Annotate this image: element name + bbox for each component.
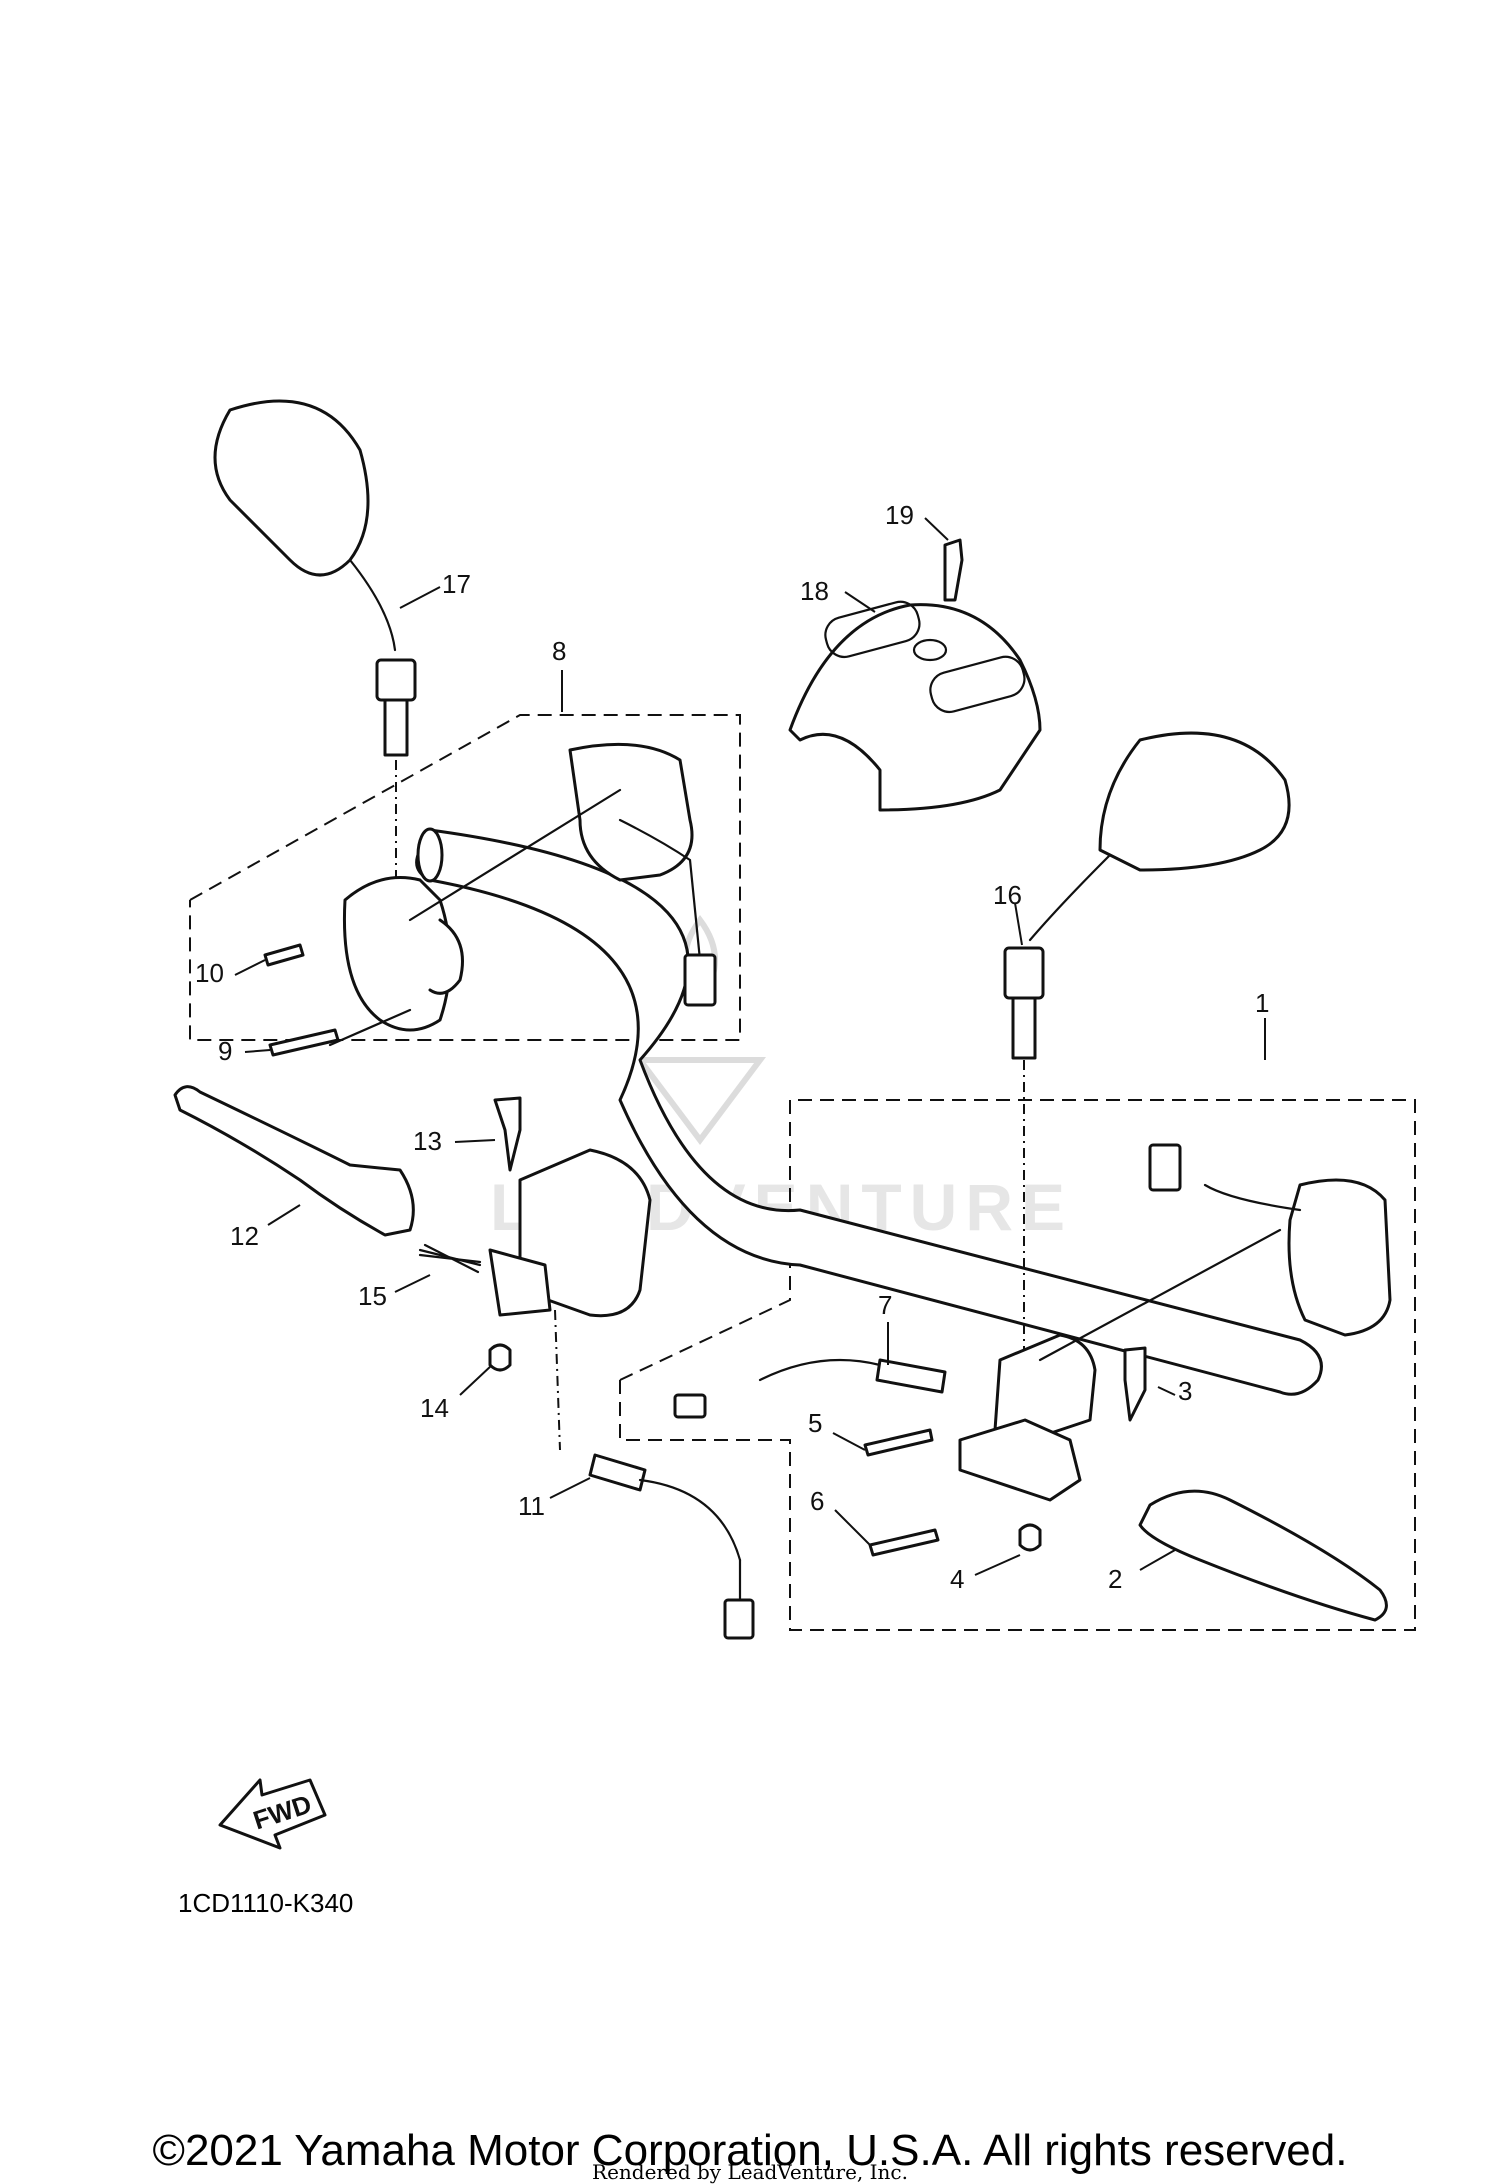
- callout-3: 3: [1178, 1376, 1192, 1406]
- handlebar: [415, 827, 1323, 1396]
- callout-16: 16: [993, 880, 1022, 910]
- diagram-code: 1CD1110-K340: [178, 1888, 354, 1918]
- callout-18: 18: [800, 576, 829, 606]
- callout-10: 10: [195, 958, 224, 988]
- screw-10: [263, 943, 305, 967]
- callout-11: 11: [518, 1491, 545, 1521]
- right-handlebar-switch: [1148, 1143, 1392, 1337]
- switch-11: [588, 1453, 755, 1640]
- callout-1: 1: [1255, 988, 1269, 1018]
- callout-5: 5: [808, 1408, 822, 1438]
- callout-13: 13: [413, 1126, 442, 1156]
- callout-7: 7: [878, 1290, 892, 1320]
- lever-12: [173, 1085, 415, 1237]
- callout-12: 12: [230, 1221, 259, 1251]
- rendered-by-text: Rendered by LeadVenture, Inc.: [592, 2160, 908, 2184]
- callouts: 1 2 3 4 5 6 7 8 9 10 11 12 13 14 15 16 1: [195, 500, 1269, 1594]
- front-brake-master-cylinder: [418, 1096, 652, 1451]
- fwd-arrow-icon: FWD: [218, 1778, 327, 1850]
- callout-6: 6: [810, 1486, 824, 1516]
- callout-14: 14: [420, 1393, 449, 1423]
- mirror-left: [213, 399, 417, 880]
- mirror-right: [1003, 731, 1291, 1350]
- callout-9: 9: [218, 1036, 232, 1066]
- callout-17: 17: [442, 569, 471, 599]
- callout-2: 2: [1108, 1564, 1122, 1594]
- callout-15: 15: [358, 1281, 387, 1311]
- copyright-text: ©2021 Yamaha Motor Corporation, U.S.A. A…: [152, 2126, 1348, 2175]
- callout-19: 19: [885, 500, 914, 530]
- callout-8: 8: [552, 636, 566, 666]
- lever-2: [1138, 1489, 1388, 1622]
- callout-4: 4: [950, 1564, 964, 1594]
- rear-brake-lever-holder: [673, 1228, 1282, 1557]
- left-switch-assembly: [328, 742, 717, 1047]
- assembly-box-8: [189, 714, 741, 1041]
- screw-9: [268, 1028, 340, 1057]
- cover-18: [788, 538, 1042, 812]
